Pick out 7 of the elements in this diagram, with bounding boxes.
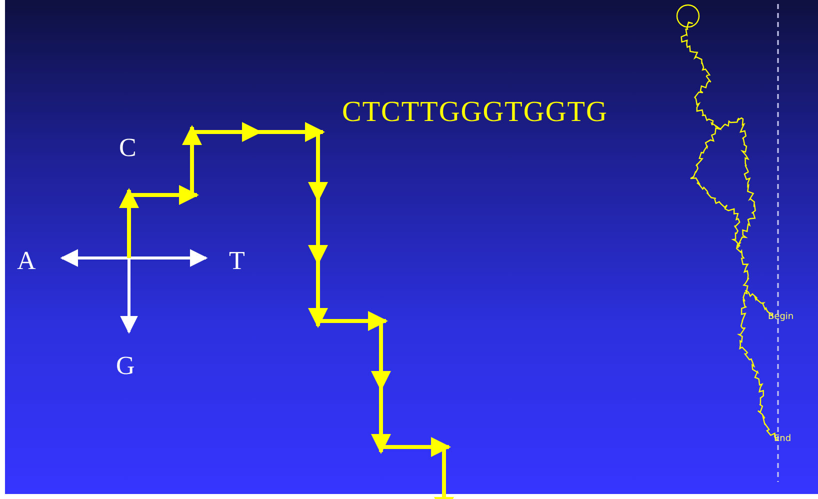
base-label: C bbox=[119, 135, 136, 161]
sequence-text: CTCTTGGGTGGTG bbox=[342, 98, 608, 127]
base-label: A bbox=[17, 248, 36, 274]
end-label: End bbox=[774, 435, 792, 444]
base-label: T bbox=[229, 248, 245, 274]
base-label: G bbox=[116, 353, 135, 379]
begin-label: Begin bbox=[768, 313, 794, 322]
